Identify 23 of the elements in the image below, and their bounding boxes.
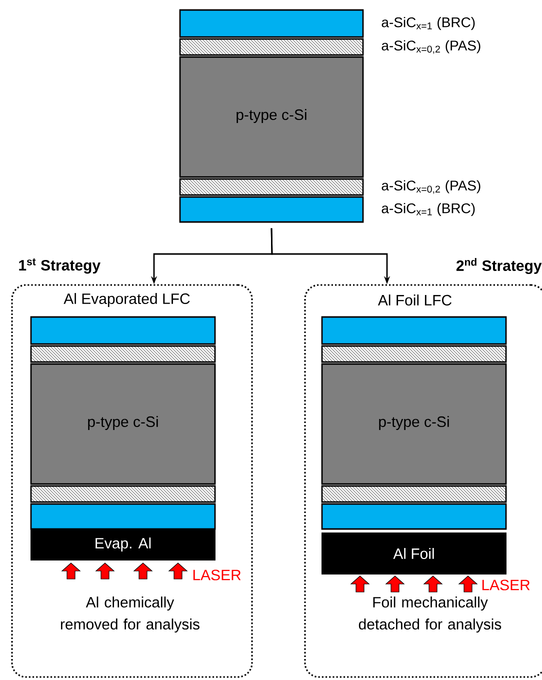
layer-label: a-SiC$_{x=1}$ (BRC): [382, 16, 475, 30]
wafer-stack: [321, 345, 507, 485]
panel-caption: Foil mechanically detached for analysis: [358, 596, 502, 633]
metal-layer: Evap. Al: [30, 528, 216, 560]
laser-label: LASER: [193, 570, 241, 580]
panel-caption: Al chemically removed for analysis: [60, 596, 200, 633]
panel-heading: Al Evaporated LFC: [64, 293, 190, 307]
panel-heading: Al Foil LFC: [378, 294, 452, 306]
strategy-title: 1$^{st}$ Strategy: [19, 258, 100, 274]
wafer-stack: [30, 316, 216, 345]
strategy-title: 2$^{nd}$ Strategy: [456, 258, 542, 274]
wafer-stack: [321, 316, 507, 345]
wafer-stack: p-type c-Si: [179, 109, 364, 223]
wafer-stack: [179, 38, 364, 178]
laser-label: LASER: [482, 580, 530, 590]
wafer-stack: p-type c-Si: [30, 416, 216, 530]
wafer-stack: [179, 9, 364, 38]
wafer-stack: p-type c-Si: [321, 416, 507, 530]
layer-label: a-SiC$_{x=1}$ (BRC): [382, 202, 475, 216]
wafer-stack: [30, 345, 216, 485]
metal-layer: Al Foil: [322, 532, 506, 574]
layer-label: a-SiC$_{x=0,2}$ (PAS): [382, 180, 480, 194]
layer-label: a-SiC$_{x=0,2}$ (PAS): [382, 40, 480, 54]
